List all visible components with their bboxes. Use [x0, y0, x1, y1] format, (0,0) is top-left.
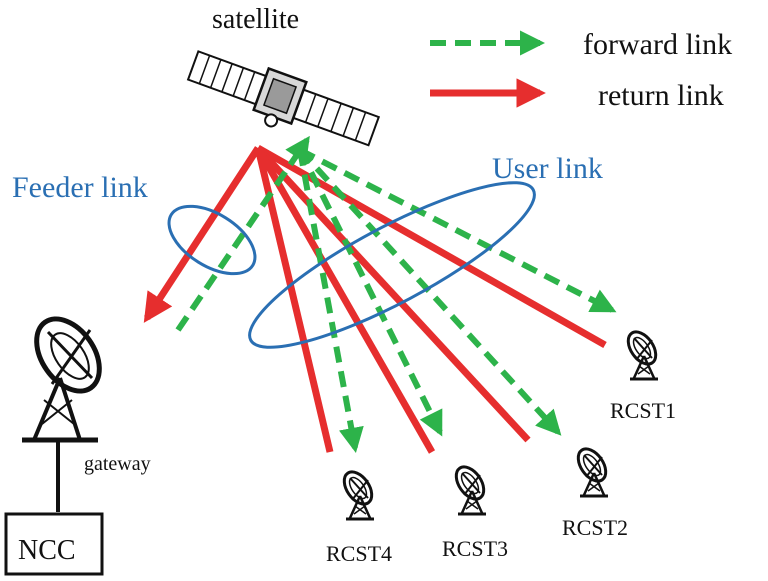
return-link-rcst2 — [255, 145, 531, 443]
rcst3-label: RCST3 — [442, 536, 508, 561]
gateway-label: gateway — [84, 453, 151, 475]
feeder-link-label: Feeder link — [12, 171, 148, 204]
rcst4-label: RCST4 — [326, 541, 392, 566]
satellite-icon — [186, 50, 381, 147]
rcst4-dish-icon — [337, 465, 379, 521]
legend: forward link return link — [430, 28, 732, 112]
rcst3-dish-icon — [449, 460, 491, 516]
rcst1-label: RCST1 — [610, 398, 676, 423]
ncc-label: NCC — [18, 535, 76, 566]
forward-link-feeder — [175, 135, 310, 332]
ncc-box — [4, 512, 104, 576]
forward-links — [175, 135, 617, 453]
gateway-dish-icon — [22, 316, 102, 512]
user-link-ellipse — [248, 181, 536, 349]
forward-link-rcst4 — [297, 149, 364, 453]
forward-link-rcst2 — [297, 147, 562, 436]
satellite-label: satellite — [212, 4, 299, 35]
forward-link-rcst1 — [298, 147, 617, 313]
rcst2-dish-icon — [571, 442, 613, 498]
return-link-feeder — [143, 146, 261, 323]
legend-forward-label: forward link — [583, 28, 732, 61]
legend-return-label: return link — [598, 79, 724, 112]
feeder-link-ellipse — [167, 204, 257, 276]
rcst2-label: RCST2 — [562, 515, 628, 540]
return-links — [143, 144, 607, 454]
forward-link-rcst3 — [297, 148, 443, 437]
rcst1-dish-icon — [621, 325, 663, 381]
return-link-rcst3 — [254, 146, 436, 454]
user-link-label: User link — [492, 152, 603, 185]
